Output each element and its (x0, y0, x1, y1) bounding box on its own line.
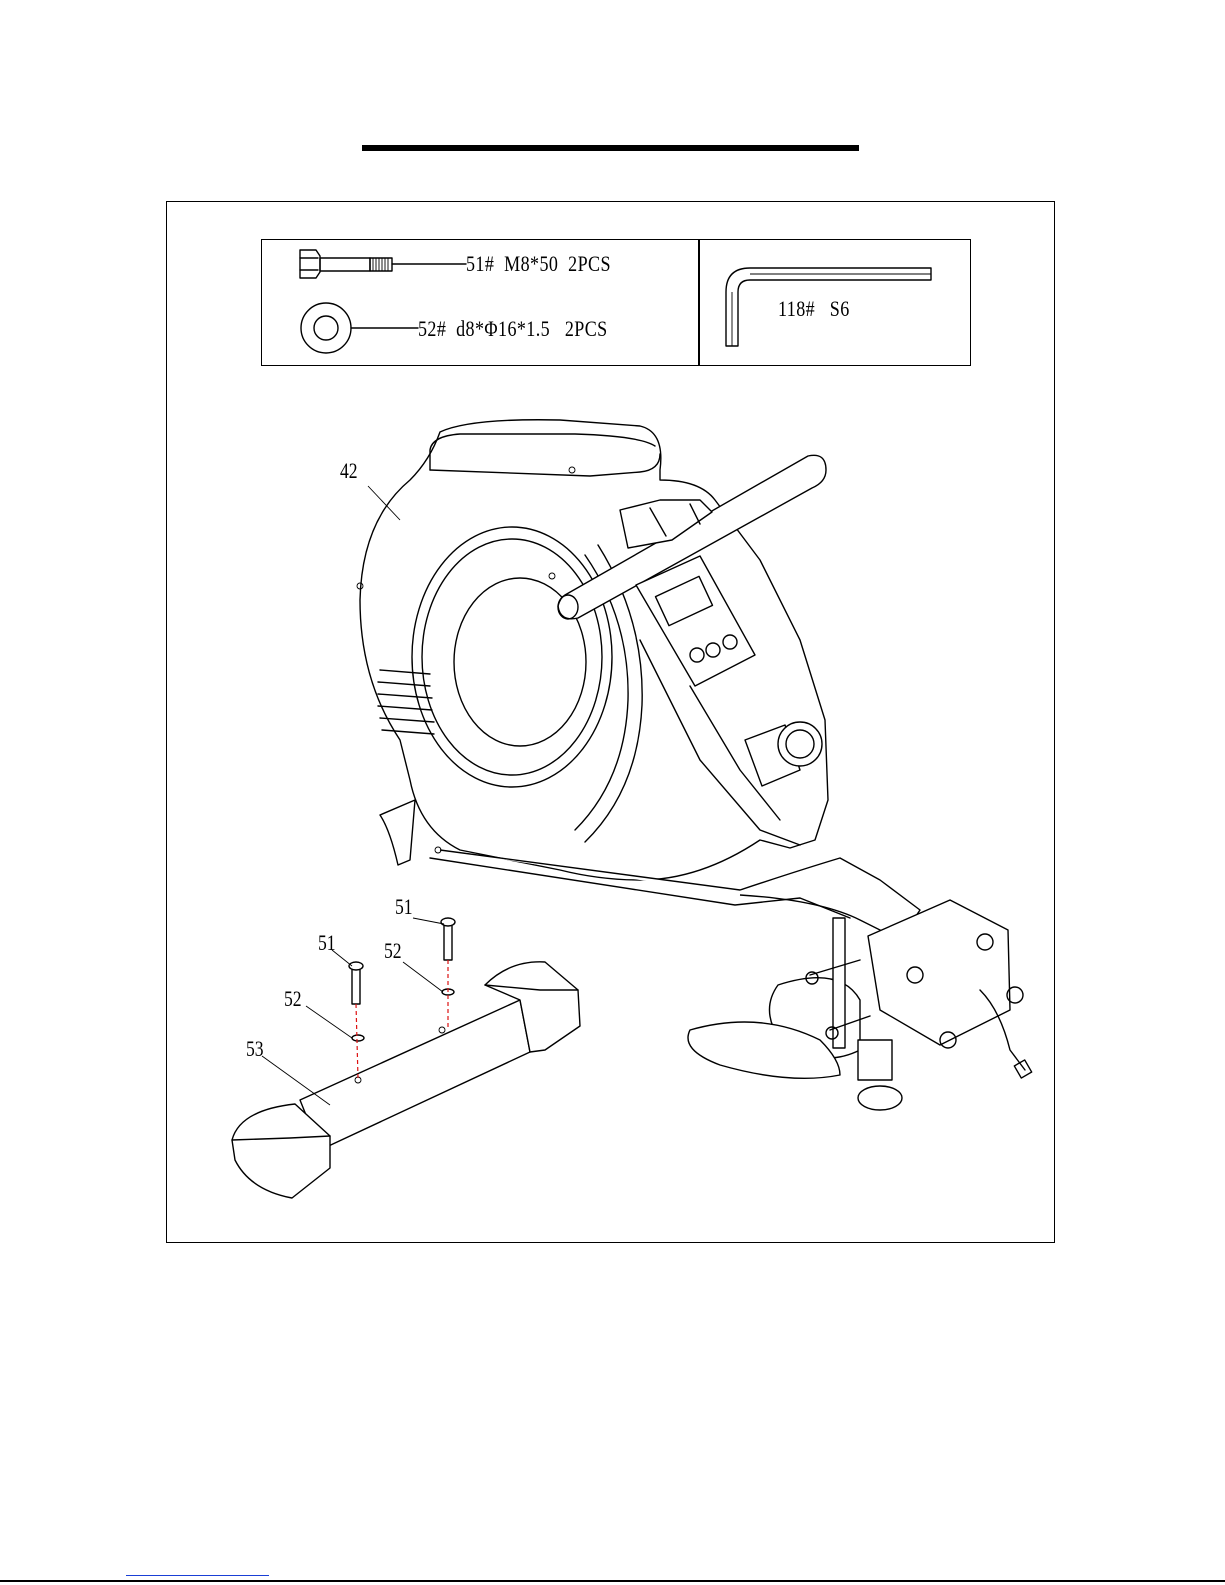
callout-42: 42 (340, 460, 358, 482)
callout-51-left: 51 (318, 932, 336, 954)
footer-link-underline[interactable] (126, 1575, 269, 1576)
callout-52-right: 52 (384, 940, 402, 962)
callout-52-left: 52 (284, 988, 302, 1010)
callout-51-right: 51 (395, 896, 413, 918)
footer-rule (0, 1580, 1225, 1582)
callout-53: 53 (246, 1038, 264, 1060)
